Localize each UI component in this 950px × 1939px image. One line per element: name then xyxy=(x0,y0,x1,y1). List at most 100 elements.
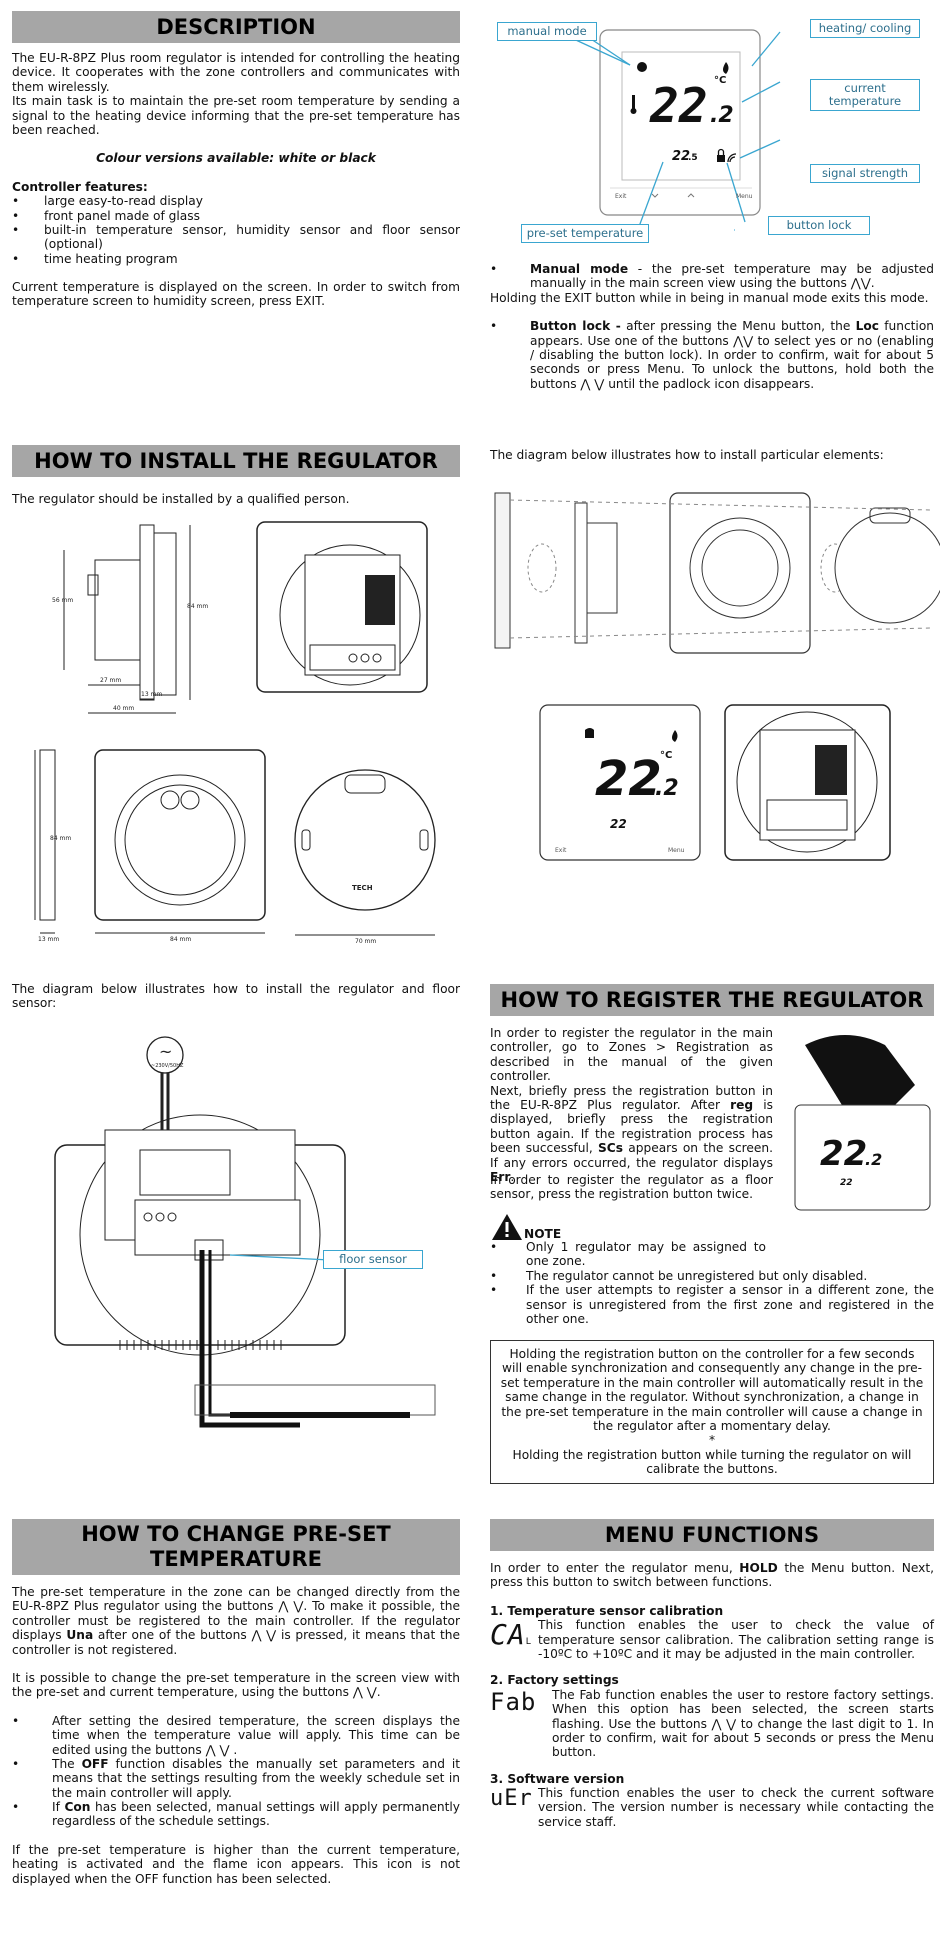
svg-text:~: ~ xyxy=(159,1042,172,1061)
feature-item: time heating program xyxy=(12,252,460,267)
regulator-front-back-drawing: 22 .2 °C 22 Exit Menu xyxy=(539,704,891,861)
big-decimal: .2 xyxy=(710,103,734,128)
warning-icon xyxy=(492,1214,522,1240)
cal-display-icon: CAL xyxy=(490,1618,531,1652)
floor-sensor-intro: The diagram below illustrates how to ins… xyxy=(12,982,460,1011)
callout-heating-cooling: heating/ cooling xyxy=(810,19,920,39)
big-temperature: 22 xyxy=(649,78,708,134)
mounting-plate-drawing: TECH 70 mm xyxy=(294,769,436,945)
feature-item: front panel made of glass xyxy=(12,209,460,224)
svg-text:13 mm: 13 mm xyxy=(141,691,162,698)
note-label: NOTE xyxy=(524,1227,562,1241)
svg-text:22: 22 xyxy=(820,1134,867,1174)
registration-photo: 22 .2 22 xyxy=(794,1035,931,1211)
callout-button-lock: button lock xyxy=(768,216,870,236)
vent-slots xyxy=(119,1340,282,1350)
small-temperature: 22 xyxy=(672,149,690,164)
software-row: uEr This function enables the user to ch… xyxy=(490,1786,934,1829)
svg-text:22: 22 xyxy=(840,1178,853,1188)
callout-signal-strength: signal strength xyxy=(810,164,920,184)
svg-text:84 mm: 84 mm xyxy=(170,936,191,943)
features-list: large easy-to-read display front panel m… xyxy=(12,194,460,266)
change-p3: If the pre-set temperature is higher tha… xyxy=(12,1842,460,1886)
svg-text:84 mm: 84 mm xyxy=(50,835,71,842)
modes-list: Manual mode - the pre-set temperature ma… xyxy=(490,262,934,291)
notes-list: Only 1 regulator may be assigned to one … xyxy=(490,1240,934,1326)
svg-text:22: 22 xyxy=(610,817,627,831)
lock-icon xyxy=(717,155,725,162)
qualified-note: The regulator should be installed by a q… xyxy=(12,492,350,506)
software-text: This function enables the user to check … xyxy=(538,1786,934,1829)
exit-button-label: Exit xyxy=(615,193,627,200)
colour-versions: Colour versions available: white or blac… xyxy=(96,151,376,166)
svg-text:Menu: Menu xyxy=(668,847,685,854)
callout-current-temperature: current temperature xyxy=(810,79,920,112)
fab-display-icon: Fab xyxy=(490,1687,537,1716)
synchronization-box: Holding the registration button on the c… xyxy=(490,1340,934,1484)
note-item: The regulator cannot be unregistered but… xyxy=(490,1269,934,1284)
svg-text:.2: .2 xyxy=(865,1150,882,1169)
menu-header: MENU FUNCTIONS xyxy=(490,1519,934,1551)
svg-text:56 mm: 56 mm xyxy=(52,597,73,604)
wall-plate-drawing: 84 mm 13 mm 84 mm xyxy=(34,749,266,943)
svg-text:84 mm: 84 mm xyxy=(187,603,208,610)
factory-text: The Fab function enables the user to res… xyxy=(552,1687,934,1760)
modes-text: Manual mode - the pre-set temperature ma… xyxy=(490,262,934,391)
factory-title: 2. Factory settings xyxy=(490,1673,619,1688)
svg-text:27 mm: 27 mm xyxy=(100,677,121,684)
calibration-text: This function enables the user to check … xyxy=(538,1618,934,1661)
register-p3: In order to register the regulator as a … xyxy=(490,1173,773,1202)
description-text: The EU-R-8PZ Plus room regulator is inte… xyxy=(12,51,460,309)
svg-text:22: 22 xyxy=(595,751,662,807)
install-diagram-intro: The diagram below illustrates how to ins… xyxy=(490,448,884,462)
install-header: HOW TO INSTALL THE REGULATOR xyxy=(12,445,460,477)
floor-sensor-diagram: ~ ~230V/50HZ xyxy=(54,1036,436,1428)
menu-intro: In order to enter the regulator menu, HO… xyxy=(490,1561,934,1590)
svg-text:TECH: TECH xyxy=(352,884,373,892)
features-title: Controller features: xyxy=(12,179,148,194)
up-button-icon xyxy=(687,193,695,198)
side-view-drawing: 56 mm 84 mm 27 mm 13 mm 40 mm xyxy=(52,524,208,714)
back-view-drawing xyxy=(256,521,428,693)
down-button-icon xyxy=(651,193,659,198)
thermometer-icon xyxy=(632,95,635,109)
svg-text:40 mm: 40 mm xyxy=(113,705,134,712)
svg-text:.2: .2 xyxy=(655,776,679,801)
signal-icon xyxy=(727,153,737,163)
change-header: HOW TO CHANGE PRE-SET TEMPERATURE xyxy=(12,1519,460,1575)
callout-manual-mode: manual mode xyxy=(497,22,597,42)
note-item: If the user attempts to register a senso… xyxy=(490,1283,934,1326)
box-star: * xyxy=(708,1433,716,1448)
note-item: Only 1 regulator may be assigned to one … xyxy=(490,1240,934,1269)
display-diagram: 22 .2 °C 22 .5 Exit Menu xyxy=(564,29,781,235)
small-decimal: .5 xyxy=(688,153,698,163)
menu-text: In order to enter the regulator menu, HO… xyxy=(490,1561,934,1829)
svg-text:~230V/50HZ: ~230V/50HZ xyxy=(151,1063,184,1069)
description-header: DESCRIPTION xyxy=(12,11,460,43)
svg-text:°C: °C xyxy=(660,750,672,761)
button-lock-item: Button lock - after pressing the Menu bu… xyxy=(490,319,934,391)
unit-celsius: °C xyxy=(714,75,726,86)
intro-paragraph-2: Its main task is to maintain the pre-set… xyxy=(12,94,460,137)
change-p1: The pre-set temperature in the zone can … xyxy=(12,1585,460,1657)
current-temperature-note: Current temperature is displayed on the … xyxy=(12,280,460,309)
calibration-row: CAL This function enables the user to ch… xyxy=(490,1618,934,1661)
factory-row: Fab The Fab function enables the user to… xyxy=(490,1688,934,1760)
intro-paragraph: The EU-R-8PZ Plus room regulator is inte… xyxy=(12,51,460,94)
svg-text:13 mm: 13 mm xyxy=(38,936,59,943)
flame-icon xyxy=(723,62,729,74)
sync-text: Holding the registration button on the c… xyxy=(500,1347,924,1433)
register-header: HOW TO REGISTER THE REGULATOR xyxy=(490,984,934,1016)
change-item: The OFF function disables the manually s… xyxy=(12,1757,460,1800)
register-p2: Next, briefly press the registration but… xyxy=(490,1083,773,1184)
feature-item: built-in temperature sensor, humidity se… xyxy=(12,223,460,252)
svg-text:70 mm: 70 mm xyxy=(355,938,376,945)
manual-exit-note: Holding the EXIT button while in being i… xyxy=(490,290,929,305)
hand-icon xyxy=(637,62,647,72)
callout-floor-sensor: floor sensor xyxy=(323,1250,423,1270)
change-item: After setting the desired temperature, t… xyxy=(12,1714,460,1757)
software-title: 3. Software version xyxy=(490,1771,625,1786)
manual-mode-item: Manual mode - the pre-set temperature ma… xyxy=(490,262,934,291)
change-list: After setting the desired temperature, t… xyxy=(12,1714,460,1829)
callout-preset-temperature: pre-set temperature xyxy=(521,224,649,244)
